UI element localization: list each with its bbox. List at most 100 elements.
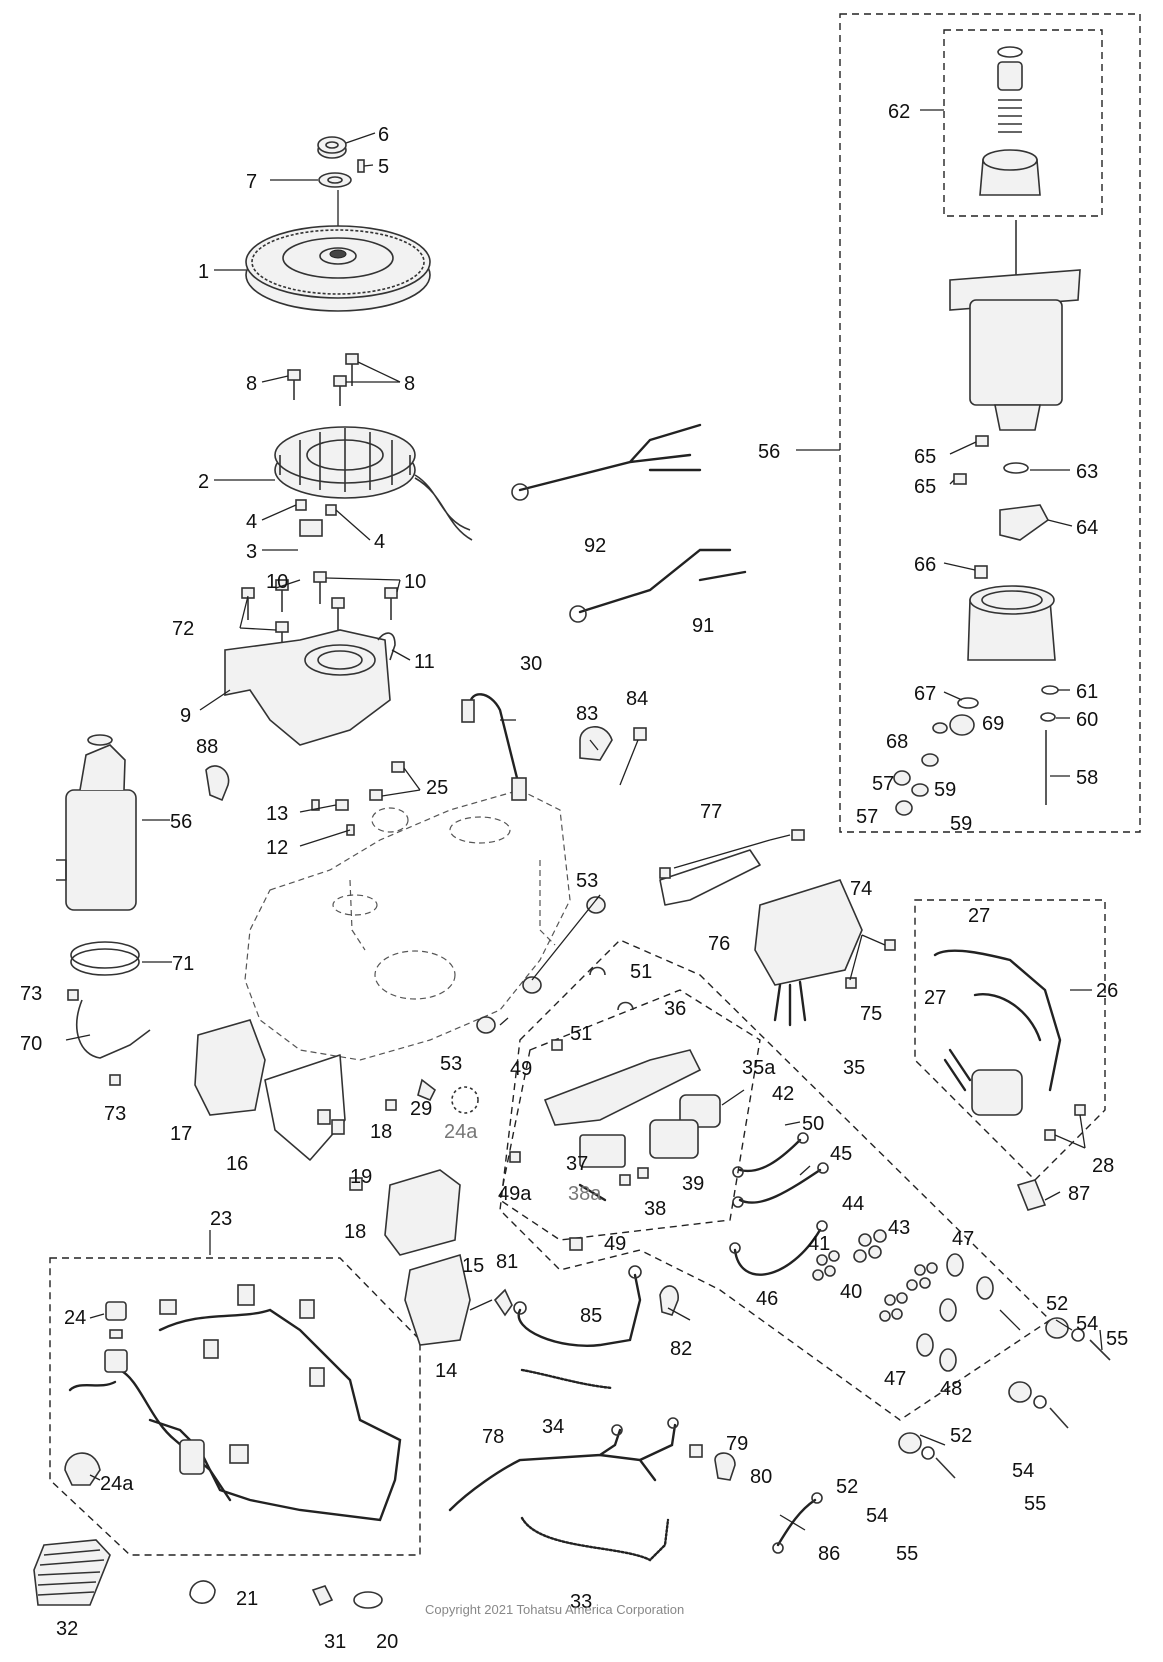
callout-73b: 73 xyxy=(104,1103,126,1125)
copyright-notice: Copyright 2021 Tohatsu America Corporati… xyxy=(425,1602,684,1617)
oil-seal-11 xyxy=(377,632,396,661)
callout-45: 45 xyxy=(830,1143,852,1165)
callout-75: 75 xyxy=(860,1003,882,1025)
callout-39: 39 xyxy=(682,1173,704,1195)
bracket-76 xyxy=(659,849,761,906)
cap-24a-faded xyxy=(451,1086,479,1114)
lead-50 xyxy=(738,1138,802,1173)
dowel-pin-12 xyxy=(346,824,355,836)
plug-cap-27b xyxy=(973,993,1042,1042)
callout-23: 23 xyxy=(210,1208,232,1230)
callout-42: 42 xyxy=(772,1083,794,1105)
key-switch-connector xyxy=(179,1439,205,1475)
callout-24a-faded: 24a xyxy=(444,1121,478,1143)
ignition-coil-group-box xyxy=(914,899,1106,1181)
corrugated-tube-32 xyxy=(33,1539,111,1606)
left-parts xyxy=(56,734,479,1346)
stator xyxy=(274,426,473,541)
callout-51a: 51 xyxy=(630,961,652,983)
callout-33: 33 xyxy=(570,1591,592,1613)
flywheel-group xyxy=(245,136,473,541)
mount-hardware xyxy=(898,1317,1111,1479)
callout-8a: 8 xyxy=(246,373,257,395)
rectifier-74 xyxy=(754,879,863,986)
callout-78: 78 xyxy=(482,1426,504,1448)
callout-80: 80 xyxy=(750,1466,772,1488)
callout-21: 21 xyxy=(236,1588,258,1610)
callout-53a: 53 xyxy=(576,870,598,892)
callout-84: 84 xyxy=(626,688,648,710)
connector-24 xyxy=(105,1301,127,1321)
callout-46: 46 xyxy=(756,1288,778,1310)
callout-65a: 65 xyxy=(914,446,936,468)
cover-17 xyxy=(194,1019,266,1116)
callout-72: 72 xyxy=(172,618,194,640)
callout-11: 11 xyxy=(414,651,435,673)
callout-92: 92 xyxy=(584,535,606,557)
callout-15: 15 xyxy=(462,1255,484,1277)
cable-30 xyxy=(468,693,522,792)
ignition-coil xyxy=(971,1069,1023,1116)
brush-66 xyxy=(974,565,988,579)
screw-49-bottom xyxy=(569,1237,583,1251)
starter-motor-group-box xyxy=(839,13,1141,833)
callout-40: 40 xyxy=(840,1281,862,1303)
callout-4a: 4 xyxy=(246,511,257,533)
callout-59b: 59 xyxy=(950,813,972,835)
flywheel-nut xyxy=(317,136,347,159)
grommet-69 xyxy=(949,714,975,736)
callout-20: 20 xyxy=(376,1631,398,1653)
callout-68: 68 xyxy=(886,731,908,753)
nut-68 xyxy=(932,722,948,734)
callout-14: 14 xyxy=(435,1360,457,1382)
starter-motor-small xyxy=(56,734,137,911)
callout-19: 19 xyxy=(350,1166,372,1188)
callout-5: 5 xyxy=(378,156,389,178)
callout-50: 50 xyxy=(802,1113,824,1135)
cap-80 xyxy=(714,1452,736,1481)
callout-65b: 65 xyxy=(914,476,936,498)
callout-60: 60 xyxy=(1076,709,1098,731)
grommet-31 xyxy=(311,1585,334,1607)
rectifier-group xyxy=(659,829,896,1027)
callout-56a: 56 xyxy=(170,811,192,833)
callout-32: 32 xyxy=(56,1618,78,1640)
callout-76: 76 xyxy=(708,933,730,955)
screw-18a xyxy=(385,1099,397,1111)
callout-91: 91 xyxy=(692,615,714,637)
callout-47a: 47 xyxy=(952,1228,974,1250)
callout-9: 9 xyxy=(180,705,191,727)
bolt-73-top xyxy=(67,989,79,1001)
relay-39 xyxy=(649,1119,699,1159)
callout-52b: 52 xyxy=(950,1425,972,1447)
callout-85: 85 xyxy=(580,1305,602,1327)
callout-54a: 54 xyxy=(1076,1313,1098,1335)
tube-34 xyxy=(520,1368,614,1390)
callout-38a: 38a xyxy=(568,1183,602,1205)
callout-29: 29 xyxy=(410,1098,432,1120)
callout-82: 82 xyxy=(670,1338,692,1360)
callout-57a: 57 xyxy=(872,773,894,795)
screw-49-top xyxy=(551,1039,563,1051)
callout-70: 70 xyxy=(20,1033,42,1055)
callout-57b: 57 xyxy=(856,806,878,828)
callout-41: 41 xyxy=(808,1233,830,1255)
cable-leads xyxy=(729,1132,829,1276)
callout-51b: 51 xyxy=(570,1023,592,1045)
cap-81 xyxy=(493,1288,513,1317)
screw-79 xyxy=(689,1444,703,1458)
callout-43: 43 xyxy=(888,1217,910,1239)
callout-24: 24 xyxy=(64,1307,86,1329)
callout-26: 26 xyxy=(1096,980,1118,1002)
screw-18b xyxy=(349,1177,363,1191)
clamp-21 xyxy=(189,1580,216,1604)
cdi-bracket-group-box xyxy=(499,989,761,1241)
callout-54b: 54 xyxy=(1012,1460,1034,1482)
callout-6: 6 xyxy=(378,124,389,146)
leader-lines xyxy=(65,109,1103,1531)
callout-87: 87 xyxy=(1068,1183,1090,1205)
tube-33 xyxy=(520,1516,670,1562)
cables-top xyxy=(461,423,747,801)
electrical-box-contents xyxy=(509,966,721,1251)
fuse-38a xyxy=(578,1183,607,1202)
